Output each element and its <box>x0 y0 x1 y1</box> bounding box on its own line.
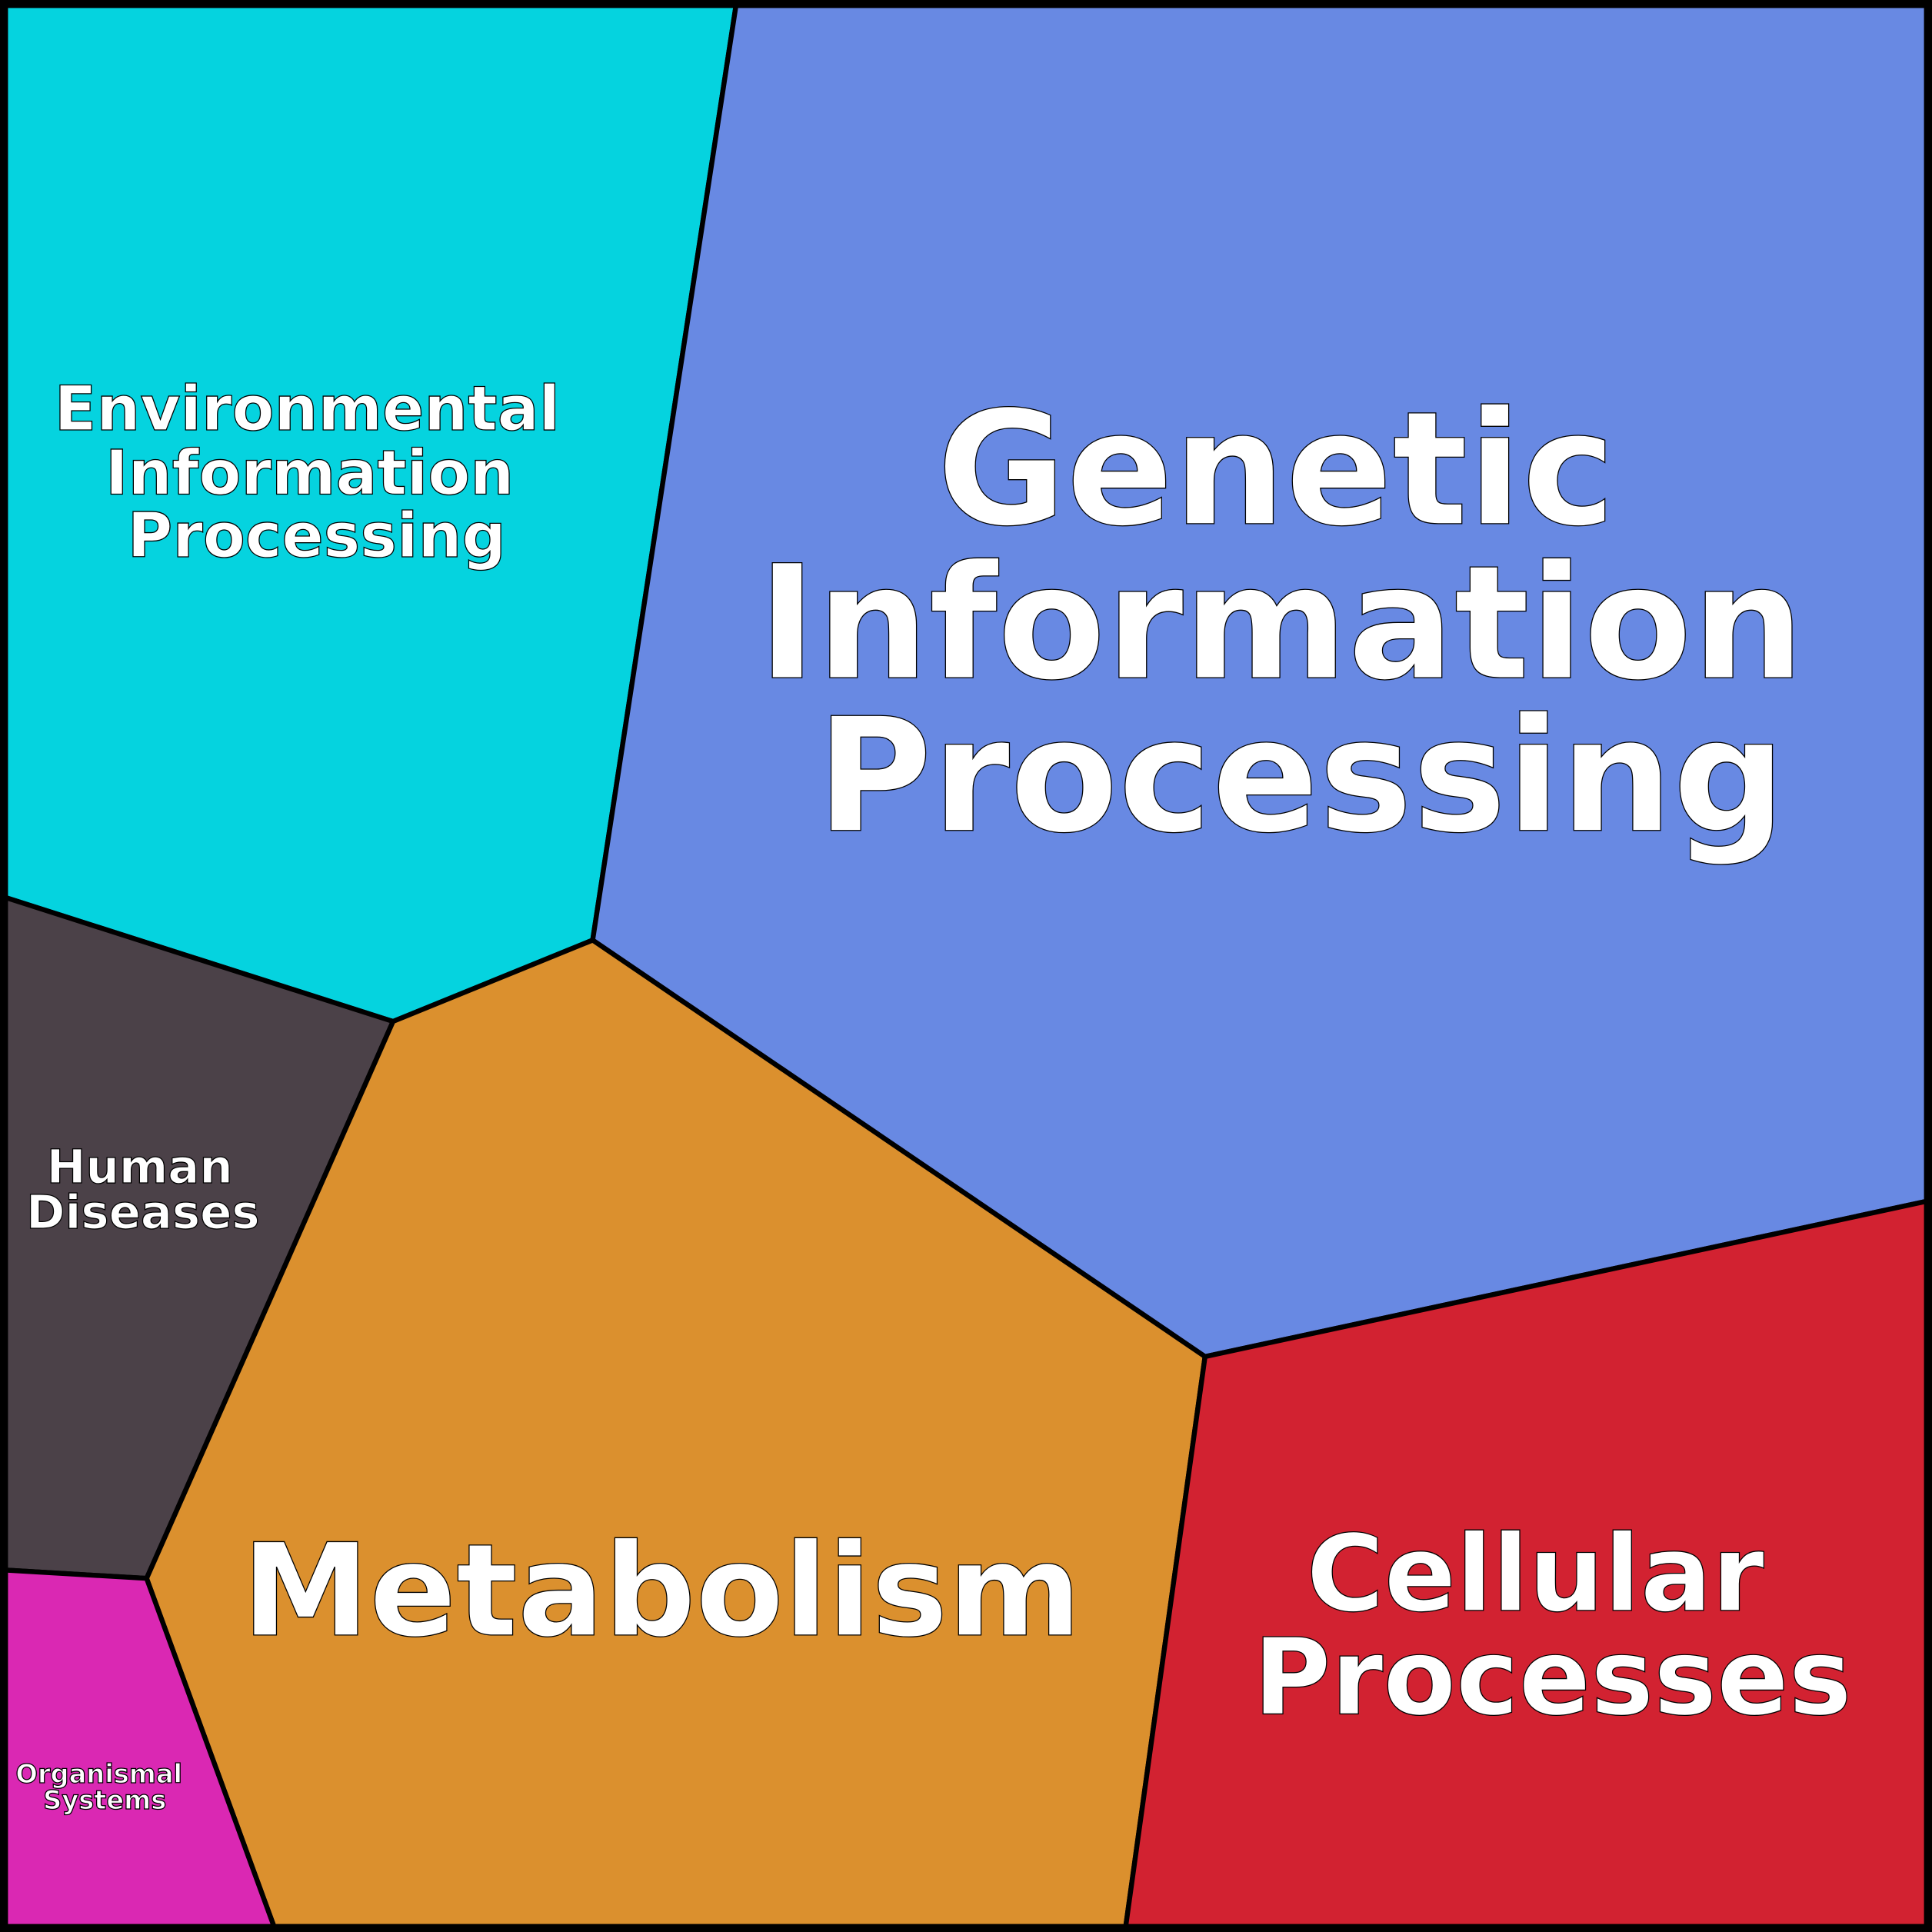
label-metabolism: Metabolism <box>242 1517 1081 1666</box>
label-human-diseases: Human Diseases <box>26 1140 260 1240</box>
label-genetic: Genetic Information Processing <box>758 378 1859 868</box>
cell-cellular-processes <box>1122 1198 1932 1932</box>
label-environmental: Environmental Information Processing <box>55 373 581 571</box>
label-organismal-systems: Organismal Systems <box>15 1759 191 1815</box>
label-cellular-processes: Cellular Processes <box>1254 1513 1852 1740</box>
cell-organismal-systems <box>0 1567 279 1932</box>
